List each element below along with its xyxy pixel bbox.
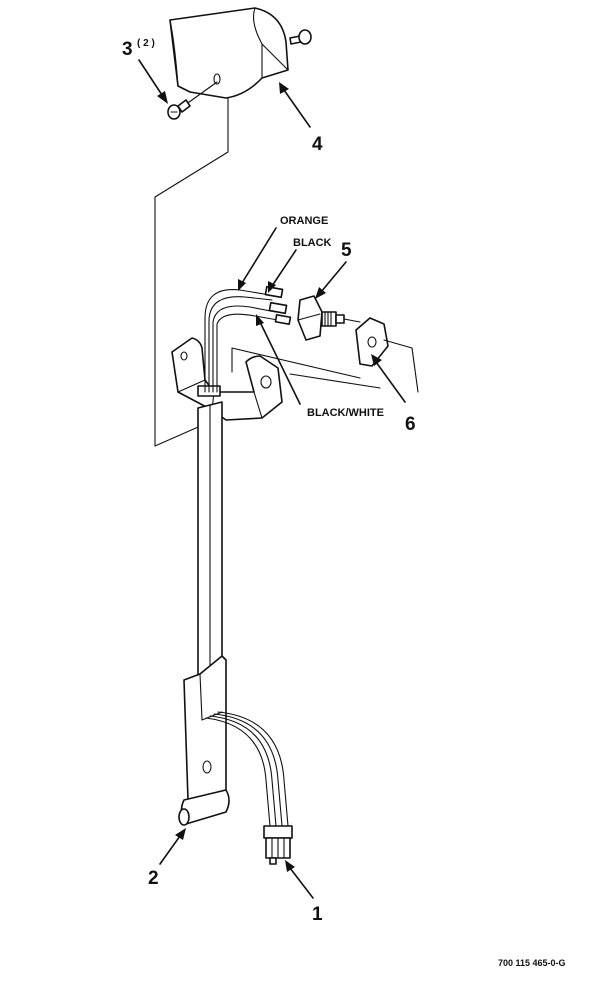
wire-harness-lower [205, 711, 289, 827]
callout-item-5: 5 [341, 240, 352, 261]
callout-item-2: 2 [148, 868, 159, 889]
wire-harness-upper [204, 285, 292, 393]
leader-black [268, 249, 297, 293]
sensor-arm [178, 401, 230, 826]
leader-orange [238, 227, 277, 291]
alignment-line [231, 347, 381, 389]
leader-item-2 [159, 828, 186, 865]
callout-item-6: 6 [405, 414, 416, 435]
leader-item-1 [285, 860, 314, 899]
leader-item-5 [315, 261, 347, 299]
mounting-bracket [171, 337, 283, 421]
wire-label-black-white: BLACK/WHITE [307, 407, 384, 419]
leader-item-4 [279, 82, 311, 128]
mounting-plate [355, 317, 419, 393]
drawing-number: 700 115 465-0-G [498, 958, 566, 968]
screw-right [289, 29, 312, 45]
callout-item-4: 4 [312, 134, 323, 155]
cover-housing [169, 7, 289, 99]
callout-item-3-quantity: ( 2 ) [137, 38, 155, 49]
assembly-leader-line [154, 97, 229, 447]
switch [297, 295, 361, 341]
callout-item-1: 1 [312, 904, 323, 925]
leader-item-6 [371, 354, 406, 403]
leader-item-3 [138, 59, 168, 104]
screw-left [167, 81, 218, 120]
wire-label-black: BLACK [293, 237, 332, 249]
connector [263, 825, 293, 865]
callout-item-3: 3 [122, 39, 133, 60]
leader-black-white [256, 314, 301, 405]
wire-label-orange: ORANGE [280, 215, 328, 227]
